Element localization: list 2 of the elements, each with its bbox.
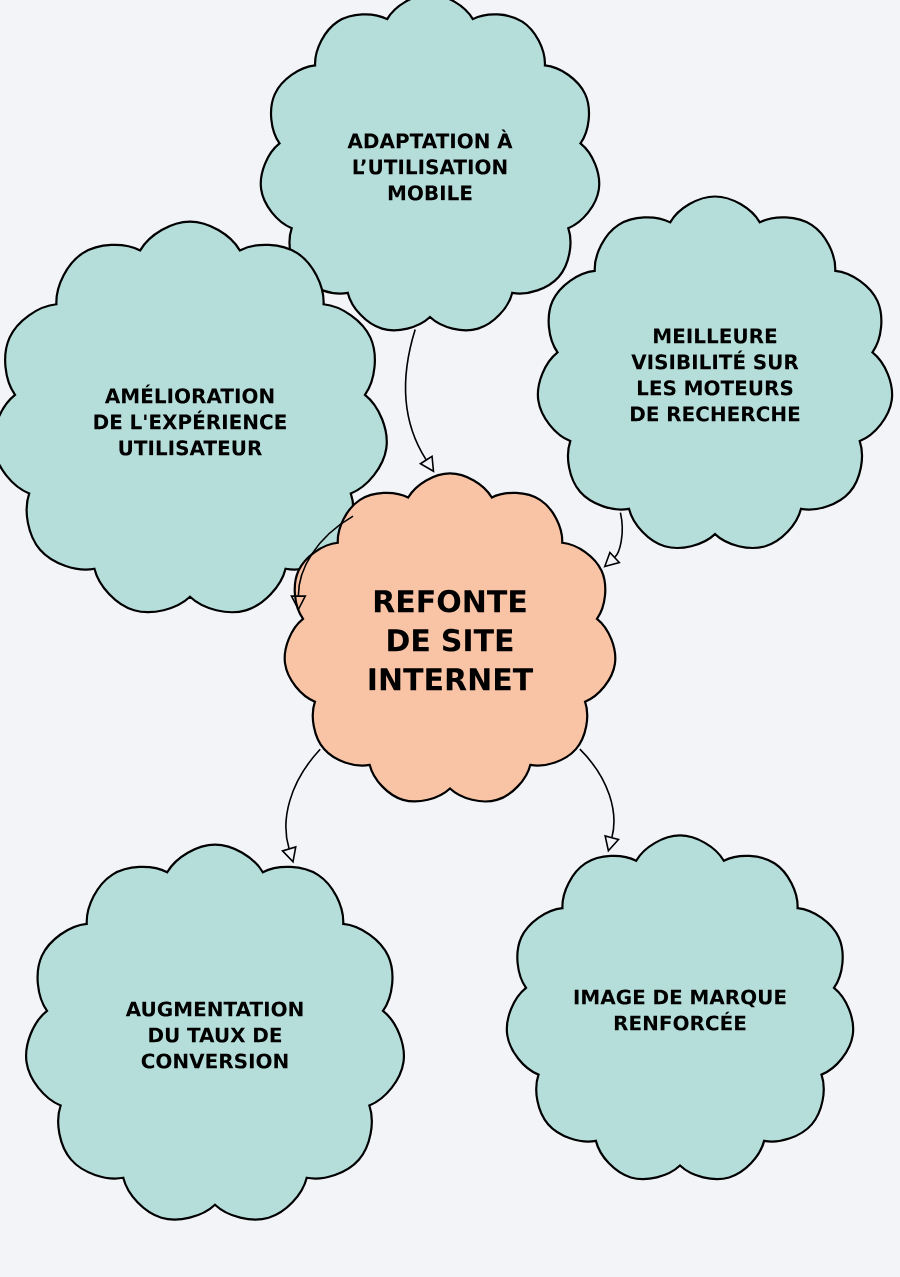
arrow [404, 328, 435, 473]
arrow [603, 511, 624, 568]
